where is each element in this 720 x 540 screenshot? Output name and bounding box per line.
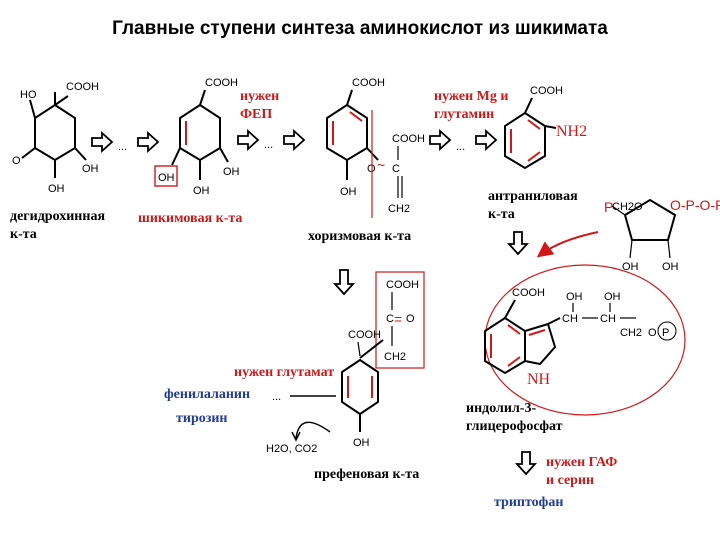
- nh-label: NH: [527, 371, 551, 388]
- step-arrows-1: ...: [91, 130, 160, 154]
- phenylalanine-label: фенилаланин: [164, 387, 250, 402]
- prephenic-acid-structure: COOH C = O CH2 COOH OH: [341, 271, 425, 449]
- cooh-label-2: COOH: [348, 329, 381, 341]
- ellipsis-1: ...: [118, 141, 127, 153]
- page-title: Главные ступени синтеза аминокислот из ш…: [112, 18, 608, 39]
- shikimic-label: шикимовая к-та: [138, 211, 242, 226]
- oh-label: OH: [566, 291, 583, 303]
- cooh-label: COOH: [205, 77, 238, 89]
- chorismic-label: хоризмовая к-та: [308, 229, 411, 244]
- down-arrow-anthranilic: [506, 231, 530, 256]
- o-label: O: [648, 327, 657, 339]
- oh-label-2: OH: [82, 163, 99, 175]
- oxo-label: O: [12, 155, 21, 167]
- req-gap-1: нужен ГАФ: [546, 455, 617, 470]
- oh-label-3: OH: [223, 166, 240, 178]
- cooh-label-2: COOH: [392, 133, 425, 145]
- c-label: C: [392, 163, 400, 175]
- dehydroquinic-label-1: дегидрохинная: [10, 209, 105, 224]
- tyrosine-label: тирозин: [176, 411, 228, 426]
- dehydroquinic-acid-structure: COOH HO O OH OH: [12, 81, 99, 195]
- phosphate-label: P: [662, 327, 669, 339]
- ch2o-label: CH2O: [612, 201, 643, 213]
- cooh-label: COOH: [386, 279, 419, 291]
- prpp-structure: OH OH CH2O P O-P-O-P: [604, 197, 720, 273]
- req-glutamate: нужен глутамат: [234, 365, 334, 380]
- cooh-label: COOH: [66, 81, 99, 93]
- tilde-label: ~: [377, 157, 385, 173]
- oh-label: OH: [340, 186, 357, 198]
- shikimic-acid-structure: COOH OH OH OH: [154, 77, 240, 197]
- ch-label-2: CH: [600, 313, 616, 325]
- tryptophan-label: триптофан: [494, 495, 563, 510]
- o-label: O: [406, 313, 415, 325]
- p-label: P: [604, 199, 613, 215]
- nh2-label: NH2: [556, 123, 587, 140]
- anthranilic-label-2: к-та: [488, 207, 515, 222]
- cooh-label: COOH: [352, 77, 385, 89]
- cooh-label: COOH: [512, 287, 545, 299]
- ch-label: CH: [562, 313, 578, 325]
- prephenic-label: префеновая к-та: [314, 467, 419, 482]
- byproducts-label: H2O, CO2: [266, 443, 317, 455]
- down-arrow-tryptophan: [514, 451, 538, 476]
- oh-label: OH: [622, 261, 639, 273]
- oh-label-2: OH: [662, 261, 679, 273]
- eq-label: =: [394, 311, 402, 327]
- oh-label-2: OH: [604, 291, 621, 303]
- anthranilic-label-1: антраниловая: [488, 189, 578, 204]
- dehydroquinic-label-2: к-та: [10, 227, 37, 242]
- indolyl-label-2: глицерофосфат: [466, 419, 563, 434]
- oh-label-2: OH: [193, 185, 210, 197]
- cooh-label: COOH: [530, 85, 563, 97]
- oh-label: OH: [48, 183, 65, 195]
- req-mg-2: глутамин: [434, 107, 494, 122]
- oh-label: OH: [353, 437, 370, 449]
- req-mg-1: нужен Mg и: [434, 89, 508, 104]
- indolyl-structure: COOH NH CH CH CH2 OH OH O P: [484, 287, 677, 388]
- oh-label: OH: [158, 172, 175, 184]
- ellipsis-2: ...: [264, 139, 273, 151]
- down-arrow-chorismic: [332, 269, 356, 296]
- step-arrows-3: ...: [429, 128, 498, 153]
- req-gap-2: и серин: [546, 473, 594, 488]
- indolyl-label-1: индолил-3-: [466, 401, 536, 416]
- c-label: C: [386, 313, 394, 325]
- ch2-label: CH2: [384, 351, 406, 363]
- op-label: O-P-O-P: [670, 197, 720, 213]
- ch2-label: CH2: [620, 327, 642, 339]
- step-arrows-2: ...: [237, 128, 306, 152]
- ho-label: HO: [20, 89, 37, 101]
- req-pep-2: ФЕП: [240, 107, 272, 122]
- anthranilic-acid-structure: COOH NH2: [504, 85, 587, 170]
- ch2-label: CH2: [388, 203, 410, 215]
- req-pep-1: нужен: [240, 89, 279, 104]
- chorismic-acid-structure: COOH OH O ~ COOH C CH2: [326, 77, 425, 218]
- ellipsis-3: ...: [456, 141, 465, 153]
- ellipsis-4: ...: [272, 391, 281, 403]
